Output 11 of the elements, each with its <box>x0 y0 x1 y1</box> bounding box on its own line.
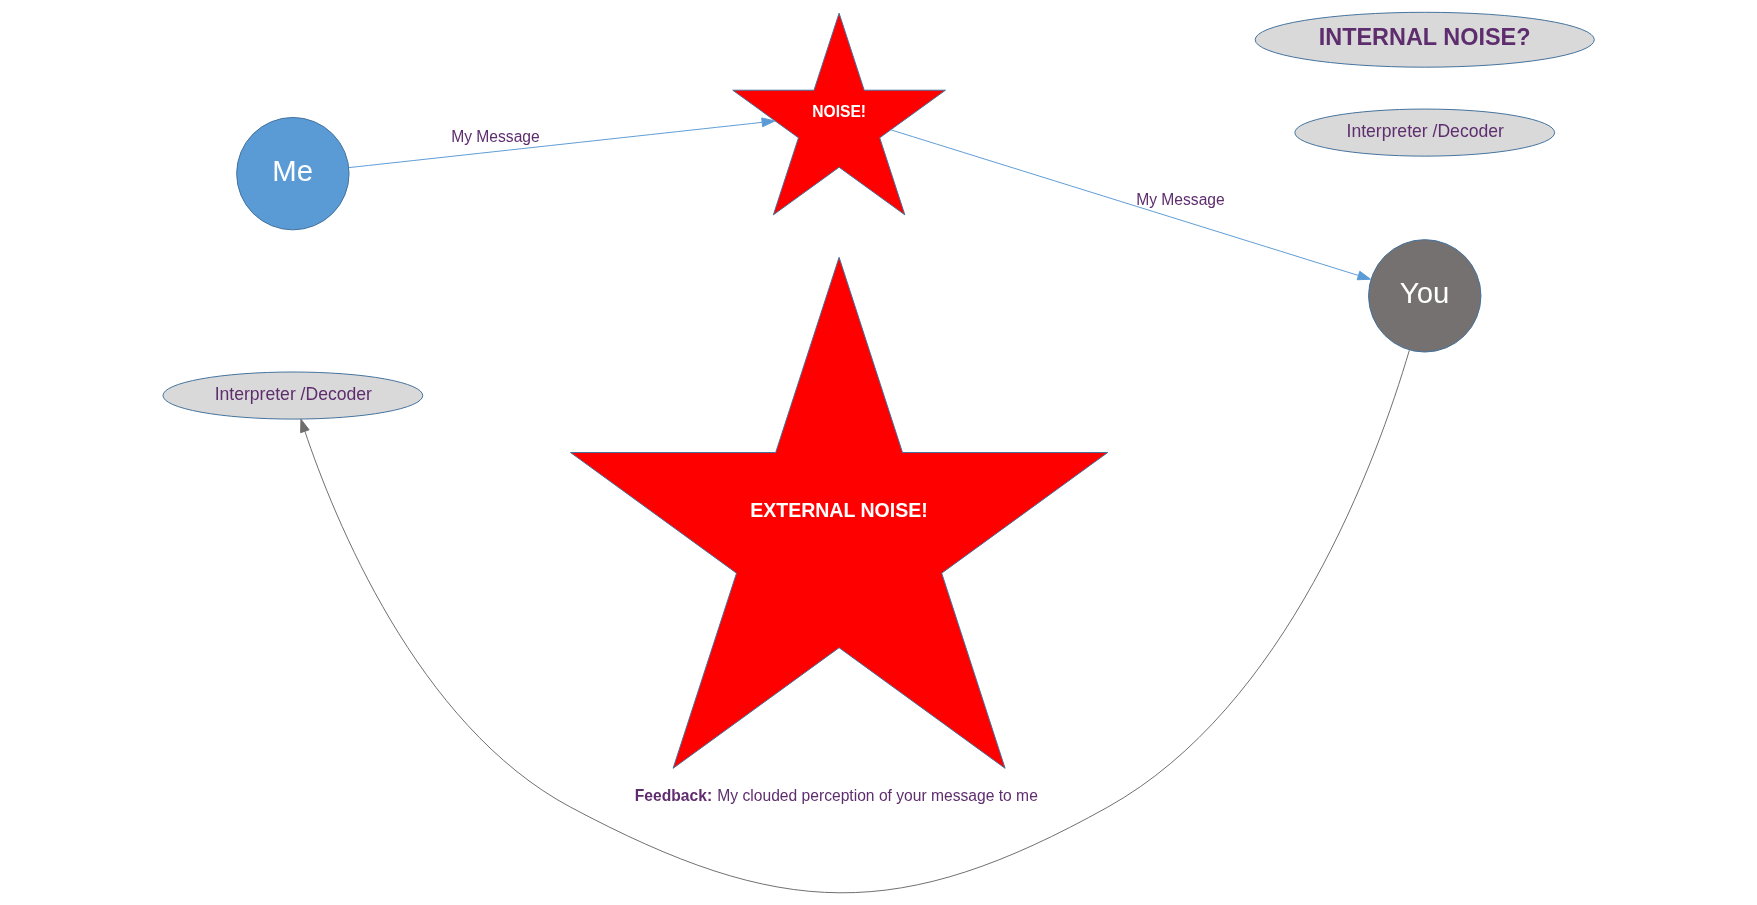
arrow <box>300 349 1410 894</box>
node-ellipse: Interpreter /Decoder <box>162 371 424 420</box>
node-ellipse: INTERNAL NOISE? <box>1254 11 1595 68</box>
node-circle: You <box>1368 239 1482 353</box>
node-circle: Me <box>236 116 350 231</box>
edge-label: Feedback: My clouded perception of your message to me <box>634 787 1038 804</box>
arrow <box>348 117 776 169</box>
node-ellipse: Interpreter /Decoder <box>1294 108 1556 157</box>
edge-label: My Message <box>451 128 540 146</box>
arrow <box>890 129 1372 281</box>
edge-label: My Message <box>1136 190 1225 208</box>
